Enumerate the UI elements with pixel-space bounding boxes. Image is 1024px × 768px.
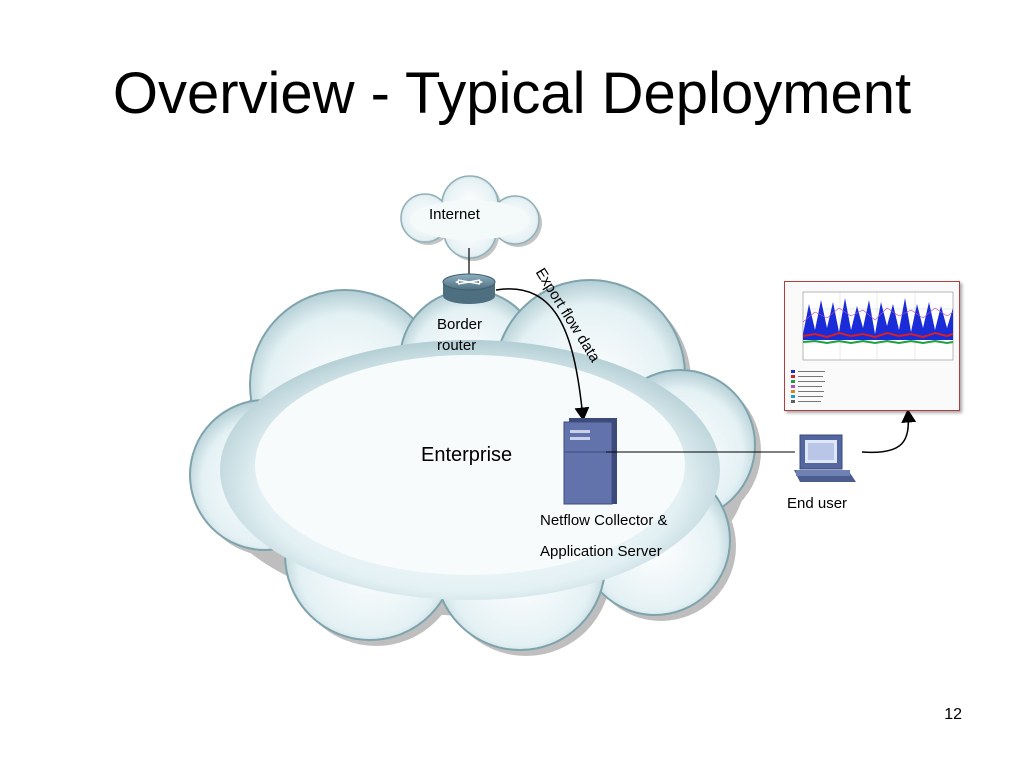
server-label-line2: Application Server [540, 543, 662, 560]
enterprise-label: Enterprise [421, 444, 513, 466]
end-user-pc-icon [794, 434, 856, 482]
graph-blue-band [803, 298, 953, 340]
graph-legend [791, 370, 825, 403]
traffic-graph-screenshot [784, 281, 960, 411]
graph-red-line [802, 331, 954, 339]
router-label-line2: router [437, 337, 477, 354]
slide-title: Overview - Typical Deployment [112, 61, 912, 126]
graph-purple-line [802, 307, 954, 323]
server-label-line1: Netflow Collector & [540, 512, 668, 529]
router-icon [442, 273, 496, 304]
internet-label: Internet [429, 206, 480, 223]
server-icon [563, 418, 617, 505]
end-user-label: End user [787, 495, 848, 512]
router-label-line1: Border [437, 316, 483, 333]
page-number: 12 [944, 706, 962, 723]
traffic-graph-image [785, 282, 959, 410]
graph-green-line [802, 339, 954, 345]
internet-cloud-core [410, 200, 530, 240]
export-flow-arrow [495, 288, 590, 421]
enduser-graph-arrow [861, 409, 917, 454]
